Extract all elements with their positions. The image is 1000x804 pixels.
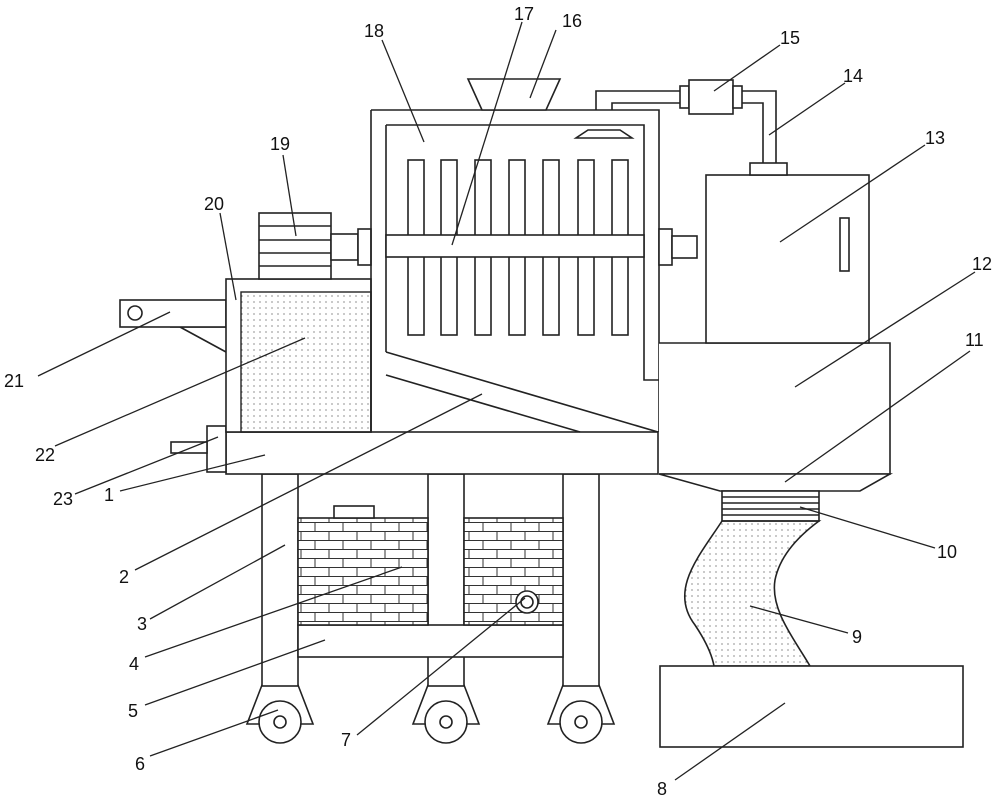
brick-handle [333,505,375,519]
inner-deflector [573,129,635,139]
crushing-chamber [370,109,660,433]
label-4: 4 [129,654,139,674]
tank-outlet [749,162,788,176]
right-housing [659,342,891,475]
label-15: 15 [780,28,800,48]
label-19: 19 [270,134,290,154]
label-21: 21 [4,371,24,391]
hose-connector [721,490,820,522]
label-6: 6 [135,754,145,774]
label-5: 5 [128,701,138,721]
part-number-labels: 1 2 3 4 5 6 7 8 9 10 11 12 13 14 15 16 1… [4,4,992,799]
label-12: 12 [972,254,992,274]
rotor-shaft [385,234,645,258]
wheel-right [546,684,616,744]
wheel-left [245,684,315,744]
label-13: 13 [925,128,945,148]
hopper [466,78,562,111]
leg-right [562,473,600,687]
shaft-bearing [658,228,698,266]
wheel-middle [411,684,481,744]
label-14: 14 [843,66,863,86]
label-11: 11 [965,330,984,350]
label-18: 18 [364,21,384,41]
label-23: 23 [53,489,73,509]
pipe-right [738,90,777,163]
motor [258,212,372,280]
label-9: 9 [852,627,862,647]
pipe-left [595,90,685,110]
label-1: 1 [104,485,114,505]
label-2: 2 [119,567,129,587]
tank-window [839,217,850,272]
brick-block-left [297,517,429,626]
label-20: 20 [204,194,224,214]
collecting-box [659,665,964,748]
label-10: 10 [937,542,957,562]
leader-lines [37,21,976,781]
label-8: 8 [657,779,667,799]
base-plate [225,431,659,475]
discharge-funnel [658,473,894,492]
flexible-hose [683,520,822,667]
side-pin [170,441,208,454]
brick-block-right [463,517,564,626]
handle-hole [127,305,143,321]
dotted-filler [240,291,372,433]
lower-shelf [297,624,564,658]
label-16: 16 [562,11,582,31]
leg-left [261,473,299,687]
label-7: 7 [341,730,351,750]
label-3: 3 [137,614,147,634]
label-17: 17 [514,4,534,24]
support-brace [170,326,227,353]
pump [679,79,743,115]
label-22: 22 [35,445,55,465]
